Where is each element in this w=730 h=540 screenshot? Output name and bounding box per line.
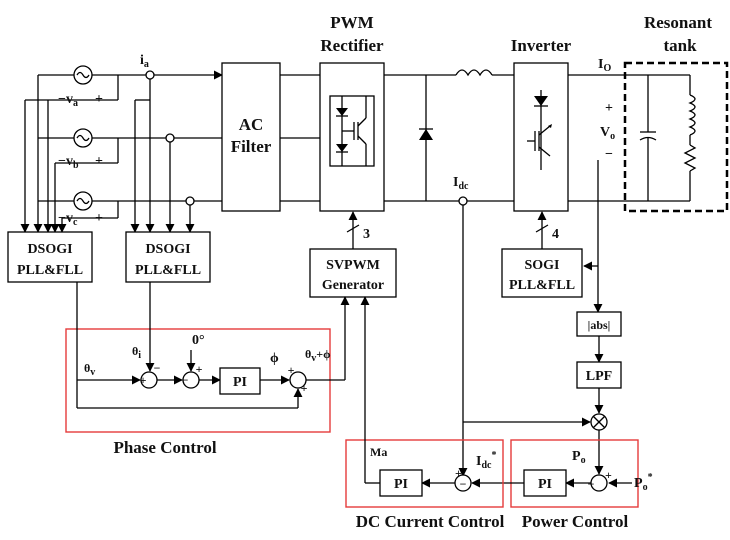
ac-filter-label-1: AC: [239, 115, 264, 134]
svg-text:+: +: [95, 211, 103, 226]
theta-i-label: θi: [132, 344, 141, 361]
svg-text:PLL&FLL: PLL&FLL: [17, 263, 83, 278]
ac-filter-label-2: Filter: [231, 137, 272, 156]
phase-control-caption: Phase Control: [113, 438, 216, 457]
svg-text:PI: PI: [233, 375, 247, 390]
bus-3-label: 3: [363, 227, 370, 242]
power-control-caption: Power Control: [522, 512, 629, 531]
theta-plus-phi-label: θv+ϕ: [305, 347, 331, 364]
resonant-tank-circuit: [628, 74, 697, 202]
svg-text:−: −: [460, 477, 467, 491]
tank-inductor-icon: [688, 94, 696, 136]
io-label: IO: [598, 57, 611, 74]
rectifier-switch-icon: [329, 95, 375, 167]
pwm-rectifier-block: [319, 62, 385, 212]
three-phase-source: [20, 65, 223, 233]
svg-text:+: +: [605, 468, 612, 482]
po-ref-label: Po*: [634, 472, 653, 493]
dsogi-block-1: [7, 231, 93, 283]
pi-phase-block: [219, 367, 261, 395]
po-label: Po: [572, 449, 586, 466]
phi-label: ϕ: [270, 351, 279, 366]
svg-text:Generator: Generator: [322, 278, 384, 293]
tank-resistor-icon: [683, 144, 697, 172]
inverter-title: Inverter: [511, 36, 572, 55]
svg-text:PI: PI: [394, 477, 408, 492]
svg-text:SVPWM: SVPWM: [326, 258, 380, 273]
resonant-tank-border: [623, 61, 729, 213]
source-labels: − va + − vb + − vc + ia: [58, 53, 149, 228]
svg-text:−: −: [154, 361, 161, 375]
dsogi-block-2: [125, 231, 211, 283]
svg-text:PLL&FLL: PLL&FLL: [509, 278, 575, 293]
theta-v-label: θv: [84, 361, 95, 378]
svg-text:−: −: [58, 211, 66, 226]
idc-ref-label: Idc*: [476, 450, 496, 471]
power-control-group: [510, 439, 639, 508]
lpf-block: [576, 361, 622, 389]
svg-text:+: +: [301, 381, 308, 395]
dc-current-control-group: [345, 439, 504, 508]
zero-deg-label: 0°: [192, 333, 205, 348]
freewheel-diode-icon: [419, 75, 433, 201]
svg-text:PI: PI: [538, 477, 552, 492]
ia-label: ia: [140, 53, 149, 70]
svg-text:+: +: [455, 466, 462, 480]
resonant-title-line2: tank: [663, 36, 697, 55]
dc-inductor-icon: [455, 69, 493, 77]
svg-text:+: +: [605, 101, 613, 116]
svg-text:LPF: LPF: [586, 369, 612, 384]
idc-label: Idc: [453, 175, 469, 192]
inverter-switch-icon: [527, 90, 552, 170]
idc-sensor-icon: [458, 196, 468, 206]
svg-text:−: −: [605, 147, 613, 162]
ac-filter-block: [221, 62, 281, 212]
svg-text:DSOGI: DSOGI: [145, 242, 190, 257]
svg-text:SOGI: SOGI: [524, 258, 559, 273]
svg-text:−: −: [58, 154, 66, 169]
svg-text:−: −: [58, 92, 66, 107]
svg-text:+: +: [196, 362, 203, 376]
svg-text:−: −: [182, 373, 189, 387]
bus-4-label: 4: [552, 227, 559, 242]
pwm-title-line2: Rectifier: [320, 36, 384, 55]
svg-text:PLL&FLL: PLL&FLL: [135, 263, 201, 278]
svg-text:−: −: [588, 477, 595, 491]
pwm-title-line1: PWM: [330, 13, 373, 32]
svg-text:+: +: [288, 363, 295, 377]
dc-current-control-caption: DC Current Control: [356, 512, 505, 531]
vc-label: vc: [66, 211, 78, 228]
vb-label: vb: [66, 154, 79, 171]
va-label: va: [66, 92, 78, 109]
svg-text:+: +: [95, 92, 103, 107]
multiplier-icon: [590, 413, 608, 431]
svg-text:DSOGI: DSOGI: [27, 242, 72, 257]
vo-label: Vo: [600, 125, 615, 142]
ma-label: Ma: [370, 445, 387, 459]
svg-text:+: +: [95, 154, 103, 169]
resonant-title-line1: Resonant: [644, 13, 712, 32]
svg-text:|abs|: |abs|: [588, 318, 611, 332]
svg-text:+: +: [140, 373, 147, 387]
